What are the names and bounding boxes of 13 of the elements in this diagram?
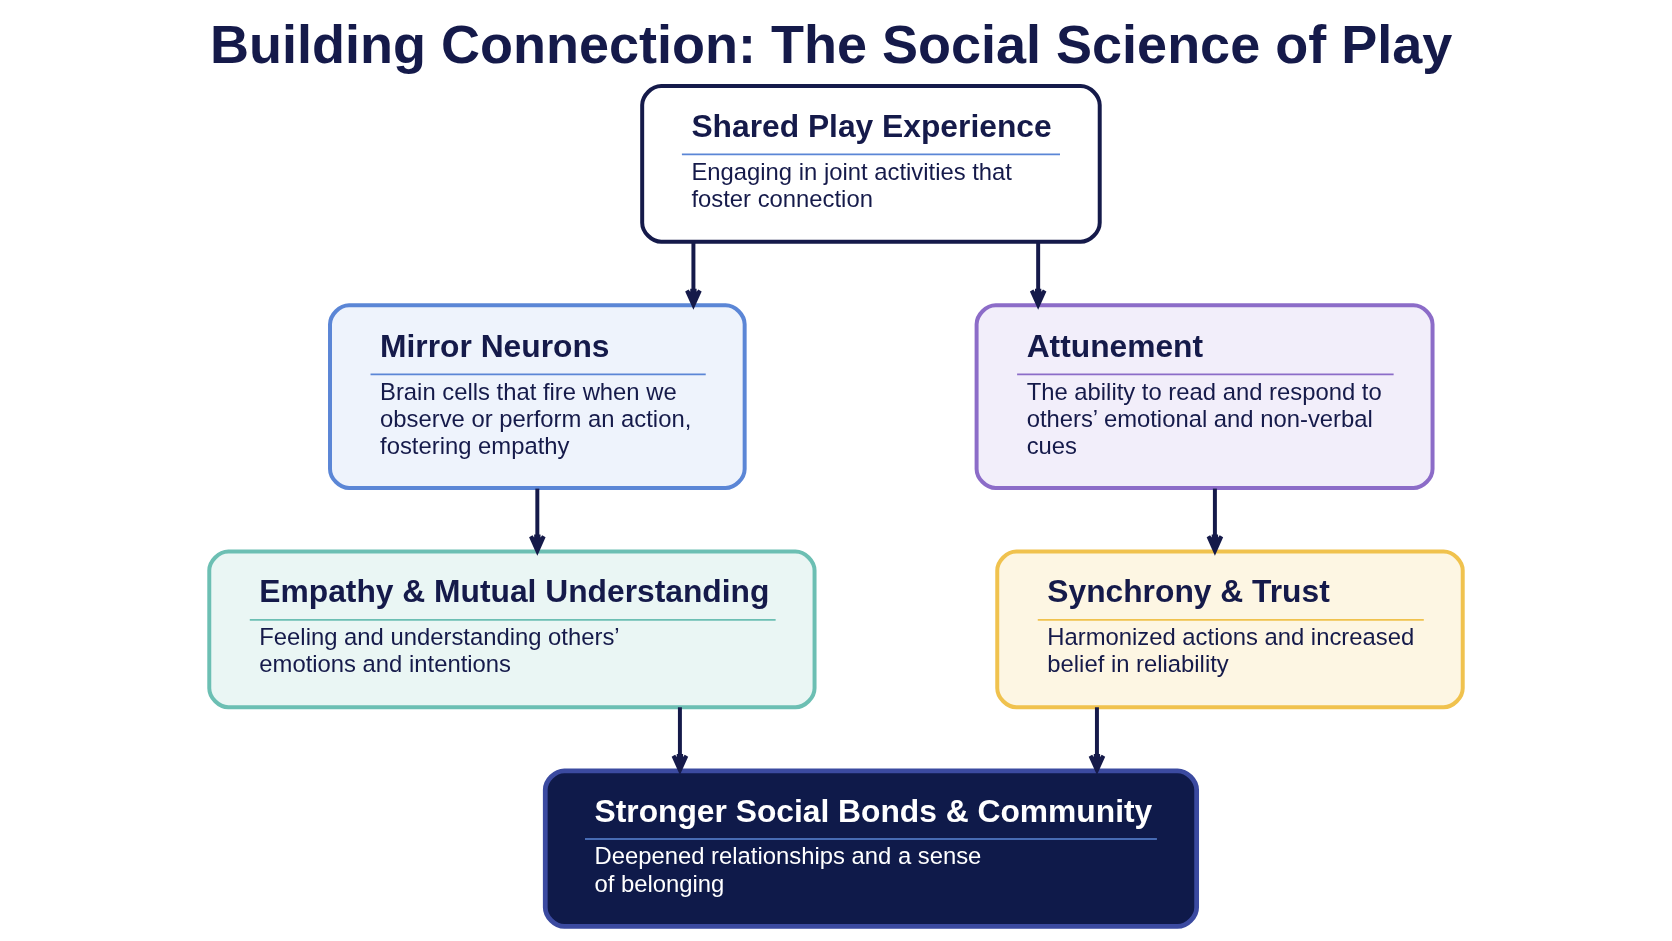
node-box: Empathy & Mutual Understanding Feeling and understanding others’ emotions and intentions	[207, 549, 817, 710]
arrow	[528, 488, 546, 553]
node-box: Attunement The ability to read and respond to others’ emotional and non-verbal cues	[974, 303, 1435, 490]
arrow	[1088, 707, 1106, 773]
node-box: Synchrony & Trust Harmonized actions and increased belief in reliability	[995, 549, 1465, 710]
arrow	[671, 707, 689, 773]
node-box: Shared Play Experience Engaging in joint activities that foster connection	[640, 84, 1102, 244]
diagram-title: Building Connection: The Social Science of Play	[210, 13, 1453, 74]
arrow	[1206, 488, 1224, 553]
arrow	[1029, 242, 1047, 307]
arrow	[685, 242, 702, 307]
node-box: Stronger Social Bonds & Community Deepened relationships and a sense of belonging	[542, 768, 1199, 929]
node-box: Mirror Neurons Brain cells that fire when we observe or perform an action, fostering empathy	[328, 303, 747, 490]
